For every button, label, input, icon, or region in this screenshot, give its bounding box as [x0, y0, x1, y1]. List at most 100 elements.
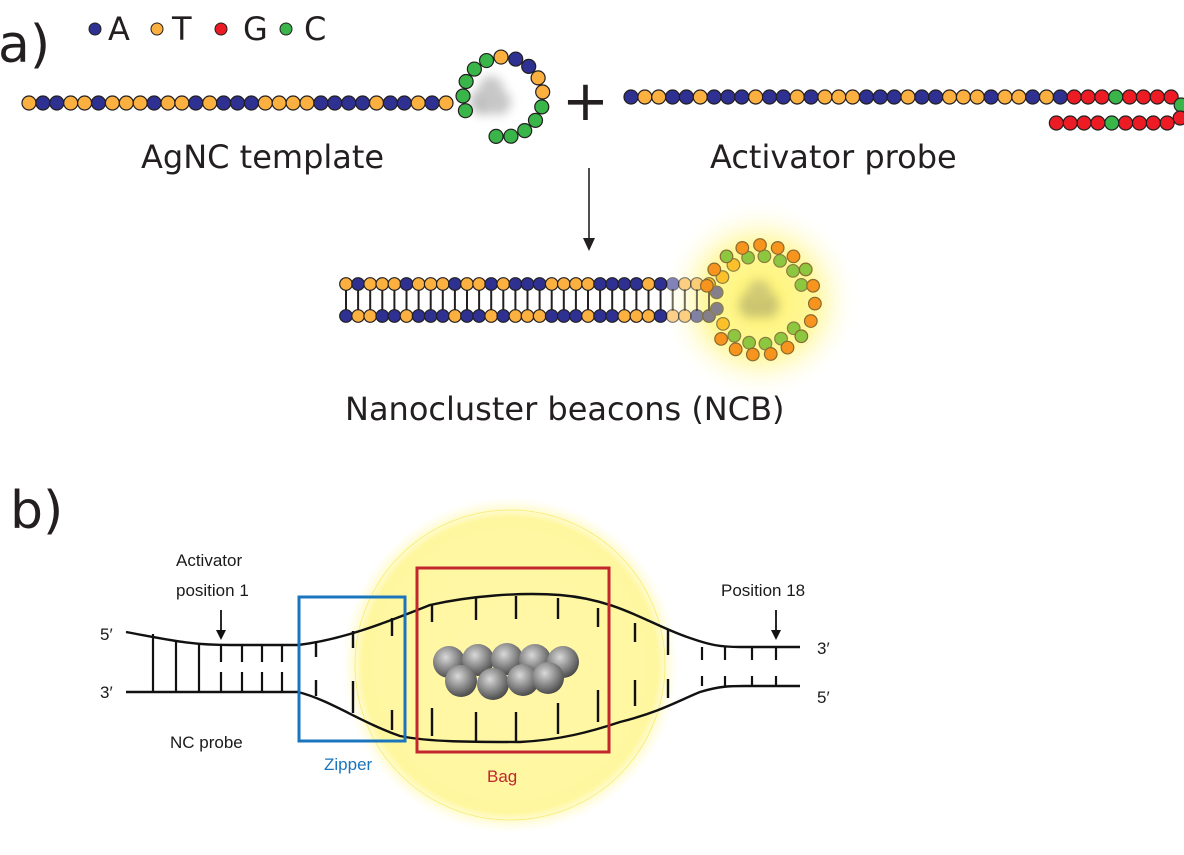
nucleotide-bead: [728, 342, 743, 357]
nucleotide-bead: [714, 331, 729, 346]
nucleotide-bead: [969, 89, 985, 105]
nucleotide-bead: [886, 89, 902, 105]
zipper-region-box: [297, 595, 407, 743]
nanocluster-beacon: [339, 238, 822, 362]
legend-dot-a: [88, 22, 102, 36]
nucleotide-bead: [1025, 89, 1041, 105]
nucleotide-bead: [1011, 89, 1027, 105]
legend-label-c: C: [304, 10, 326, 48]
nucleotide-bead: [629, 309, 644, 323]
nucleotide-bead: [665, 309, 680, 323]
nucleotide-bead: [285, 95, 301, 111]
nucleotide-bead: [690, 309, 704, 323]
nucleotide-bead: [780, 340, 795, 355]
nucleotide-bead: [466, 61, 482, 77]
nucleotide-bead: [460, 277, 474, 291]
agnc-template-label: AgNC template: [141, 138, 384, 176]
bag-label: Bag: [487, 767, 517, 786]
nucleotide-bead: [488, 128, 504, 144]
nucleotide-bead: [355, 95, 371, 111]
nucleotide-bead: [527, 112, 544, 128]
nucleotide-bead: [382, 95, 398, 111]
nucleotide-bead: [532, 277, 547, 291]
nucleotide-bead: [720, 89, 736, 105]
nucleotide-bead: [493, 49, 509, 65]
nucleotide-bead: [727, 328, 742, 343]
nucleotide-bead: [1149, 89, 1165, 105]
activator-strand-top: [125, 592, 800, 649]
nucleotide-bead: [243, 95, 259, 111]
nucleotide-bead: [375, 277, 390, 291]
activator-probe-label: Activator probe: [710, 138, 957, 176]
nucleotide-bead: [21, 95, 37, 111]
base-legend: A T G C: [88, 10, 326, 48]
nucleotide-bead: [1052, 89, 1068, 105]
nucleotide-bead: [707, 262, 722, 277]
bottom-left-3prime: 3′: [100, 683, 113, 702]
nucleotide-bead: [665, 277, 680, 291]
nucleotide-bead: [677, 277, 692, 291]
down-arrow: [583, 168, 595, 251]
nucleotide-bead: [341, 95, 357, 111]
nucleotide-bead: [423, 309, 438, 323]
nucleotide-bead: [496, 309, 511, 323]
nucleotide-bead: [271, 95, 287, 111]
nucleotide-bead: [1117, 115, 1134, 131]
nucleotide-bead: [174, 95, 190, 111]
panel-b-label: b): [10, 481, 63, 541]
activator-probe-strand: [623, 89, 1184, 131]
nucleotide-bead: [1159, 115, 1175, 131]
nucleotide-bead: [817, 89, 833, 105]
nucleotide-bead: [773, 253, 787, 268]
nucleotide-bead: [496, 277, 511, 291]
nucleotide-bead: [423, 277, 438, 291]
nucleotide-bead: [202, 95, 218, 111]
nucleotide-bead: [534, 99, 550, 115]
nucleotide-bead: [508, 51, 524, 67]
nucleotide-bead: [941, 89, 958, 105]
top-left-5prime: 5′: [100, 625, 113, 644]
legend-label-a: A: [108, 10, 130, 48]
nucleotide-bead: [734, 89, 750, 105]
nucleotide-bead: [742, 335, 757, 350]
silver-cluster-blurred: [470, 76, 511, 115]
nucleotide-bead: [132, 95, 148, 111]
nucleotide-bead: [327, 95, 343, 111]
nucleotide-bead: [786, 263, 800, 278]
nucleotide-bead: [484, 277, 499, 291]
nucleotide-bead: [1094, 89, 1110, 105]
nucleotide-bead: [637, 89, 653, 105]
nucleotide-bead: [983, 89, 999, 105]
nucleotide-bead: [581, 277, 595, 291]
nucleotide-bead: [641, 309, 656, 323]
nucleotide-bead: [617, 277, 632, 291]
nucleotide-bead: [709, 285, 724, 300]
nucleotide-bead: [339, 309, 353, 323]
nucleotide-bead: [313, 95, 329, 111]
nucleotide-bead: [435, 277, 450, 291]
legend-dot-g: [214, 22, 228, 36]
nucleotide-bead: [1090, 115, 1106, 131]
nucleotide-bead: [753, 238, 767, 252]
nucleotide-bead: [76, 95, 93, 111]
nucleotide-bead: [455, 88, 471, 104]
nucleotide-bead: [1066, 89, 1082, 105]
nucleotide-bead: [351, 309, 366, 323]
nucleotide-bead: [593, 309, 607, 323]
nucleotide-bead: [928, 89, 944, 105]
nucleotide-bead: [789, 89, 805, 105]
nucleotide-bead: [623, 89, 639, 105]
nucleotide-bead: [1173, 97, 1184, 113]
nucleotide-bead: [399, 309, 414, 323]
nucleotide-bead: [411, 309, 426, 323]
nucleotide-bead: [49, 95, 65, 111]
nucleotide-bead: [1048, 115, 1064, 131]
nucleotide-bead: [1172, 110, 1184, 126]
nucleotide-bead: [569, 309, 583, 323]
nucleotide-bead: [387, 277, 402, 291]
nucleotide-bead: [535, 84, 551, 100]
nucleotide-bead: [368, 95, 385, 111]
nucleotide-bead: [761, 89, 778, 105]
top-right-3prime: 3′: [817, 639, 830, 658]
